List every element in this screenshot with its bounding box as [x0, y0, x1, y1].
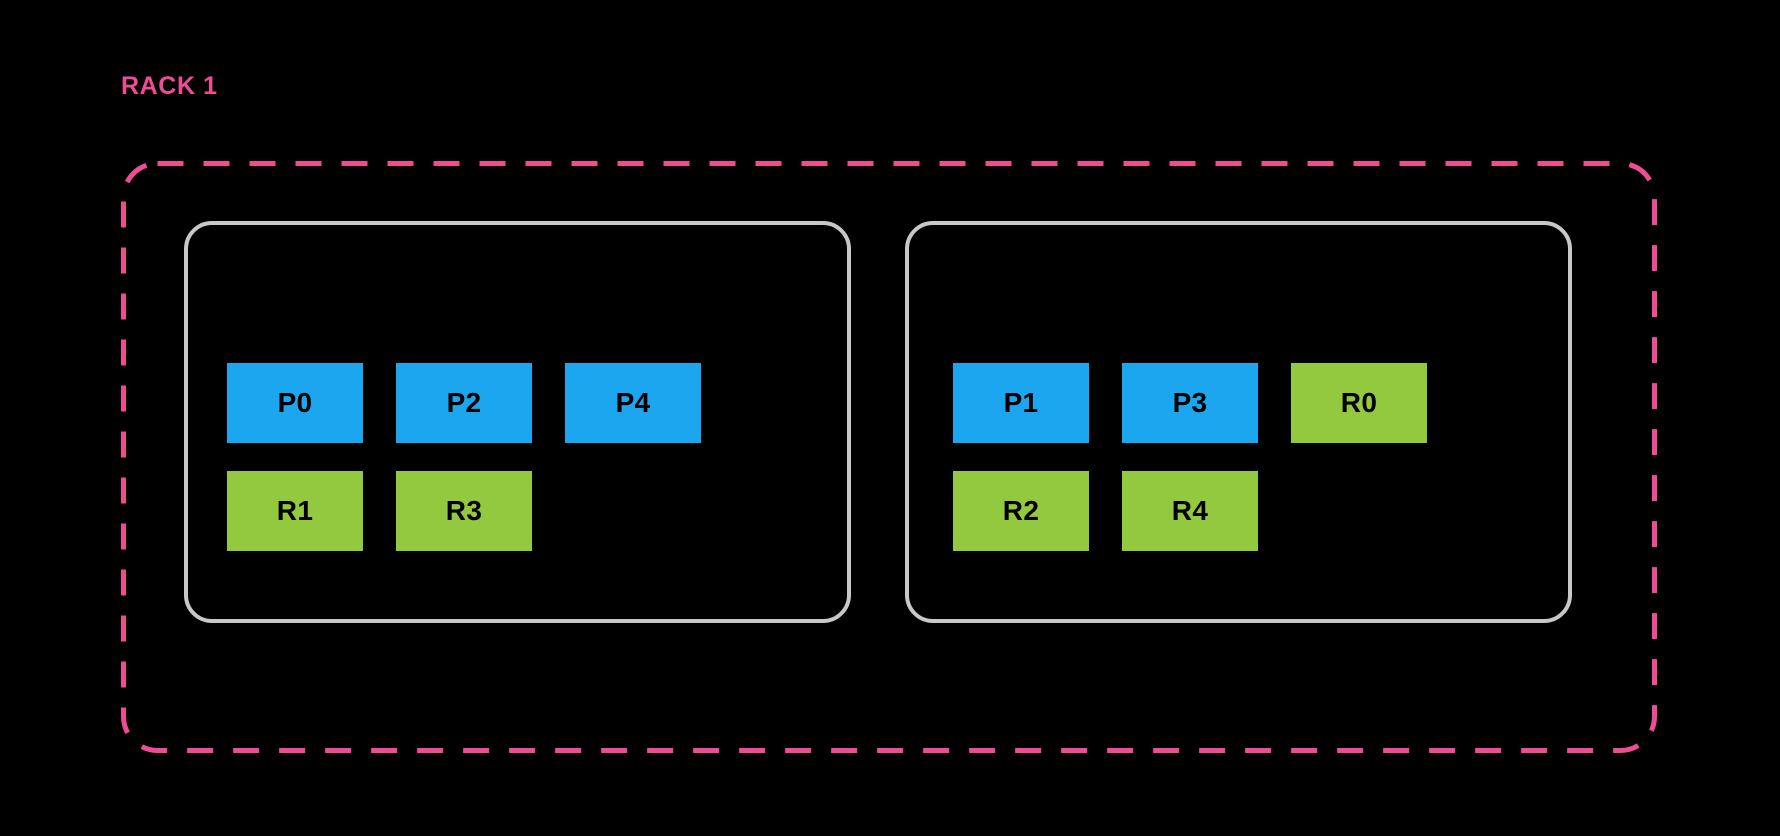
unit-p1[interactable]: P1 — [953, 363, 1089, 443]
unit-p2[interactable]: P2 — [396, 363, 532, 443]
rack-title: RACK 1 — [121, 72, 218, 100]
unit-r4[interactable]: R4 — [1122, 471, 1258, 551]
unit-r0[interactable]: R0 — [1291, 363, 1427, 443]
unit-p0[interactable]: P0 — [227, 363, 363, 443]
unit-r2[interactable]: R2 — [953, 471, 1089, 551]
unit-p3[interactable]: P3 — [1122, 363, 1258, 443]
unit-r1[interactable]: R1 — [227, 471, 363, 551]
unit-p4[interactable]: P4 — [565, 363, 701, 443]
unit-r3[interactable]: R3 — [396, 471, 532, 551]
